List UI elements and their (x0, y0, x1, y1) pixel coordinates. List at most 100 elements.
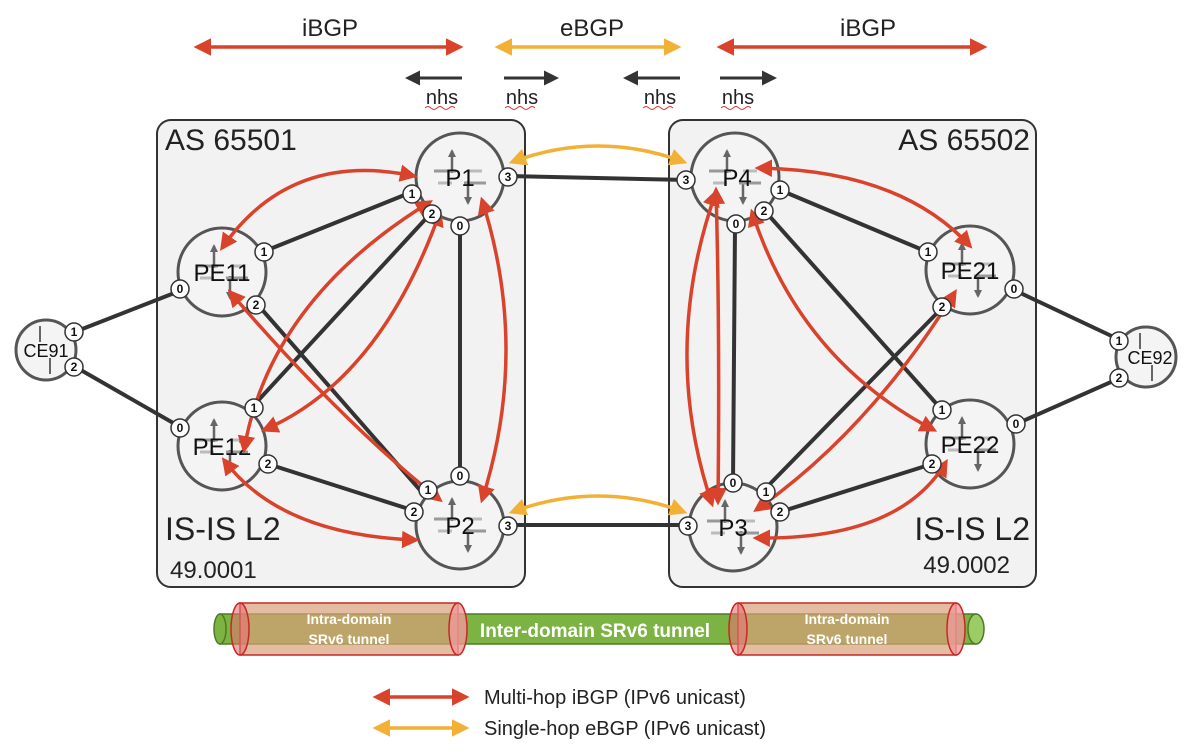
link-ce91-pe11 (70, 288, 184, 335)
intra-tunnel-left-line1: Intra-domain (307, 611, 392, 627)
port-ce91-1-label: 1 (71, 325, 78, 339)
port-pe21-0-label: 0 (1011, 282, 1018, 296)
port-p3-0-label: 0 (730, 476, 737, 490)
port-pe22-1-label: 1 (939, 403, 946, 417)
router-ce91-label: CE91 (23, 341, 68, 361)
port-badges: 3 1 2 0 0 1 2 3 1 0 2 1 0 2 3 1 2 0 0 1 … (64, 167, 1129, 536)
port-ce91-2-label: 2 (71, 360, 78, 374)
port-p1-0: 0 (450, 216, 470, 236)
port-pe12-2: 2 (258, 454, 278, 474)
port-p2-0-label: 0 (457, 469, 464, 483)
port-p1-2-label: 2 (429, 207, 436, 221)
inter-tunnel-label: Inter-domain SRv6 tunnel (480, 621, 710, 642)
ibgp-pe22-p3 (752, 458, 948, 547)
router-ce92-label: CE92 (1127, 348, 1172, 368)
ibgp-sessions (220, 159, 973, 549)
router-pe21-label: PE21 (941, 258, 1000, 285)
router-p3-label: P3 (718, 515, 747, 542)
port-p4-1-label: 1 (777, 183, 784, 197)
intra-tunnel-right-line2: SRv6 tunnel (807, 631, 888, 647)
router-p2-label: P2 (445, 513, 474, 540)
ibgp-p3-p4 (707, 186, 727, 506)
link-pe22-ce92 (1012, 376, 1122, 427)
port-ce92-2-label: 2 (1116, 371, 1123, 385)
nhs-label-3: nhs (644, 87, 676, 109)
router-ce91[interactable]: CE91 (14, 318, 78, 382)
router-ce92[interactable]: CE92 (1114, 325, 1178, 389)
port-pe21-0: 0 (1004, 279, 1024, 299)
port-pe12-1-label: 1 (251, 401, 258, 415)
router-p1-label: P1 (445, 165, 474, 192)
intra-domain-tunnel-right-body (737, 602, 957, 656)
link-ce91-pe12 (70, 363, 184, 430)
domain-as-label-left: AS 65501 (165, 124, 297, 157)
domain-igp-label-right: IS-IS L2 (914, 511, 1030, 547)
intra-domain-tunnel-left-cap-l (230, 602, 250, 656)
router-pe12-label: PE12 (193, 434, 252, 461)
port-p2-3: 3 (498, 516, 518, 536)
port-p1-3-label: 3 (505, 170, 512, 184)
port-p1-2: 2 (422, 204, 442, 224)
port-p3-2-label: 2 (777, 505, 784, 519)
port-p2-1: 1 (418, 480, 438, 500)
port-pe12-1: 1 (244, 398, 264, 418)
intra-tunnel-right-line1: Intra-domain (805, 611, 890, 627)
port-p3-3: 3 (678, 516, 698, 536)
port-p4-3-label: 3 (683, 173, 690, 187)
nhs-underline-2 (504, 106, 536, 110)
port-p1-0-label: 0 (457, 219, 464, 233)
port-p2-0: 0 (450, 466, 470, 486)
port-p1-3: 3 (498, 167, 518, 187)
port-p4-2: 2 (754, 201, 774, 221)
nhs-underline-1 (424, 106, 456, 110)
port-pe22-0-label: 0 (1013, 417, 1020, 431)
link-pe21-ce92 (1012, 288, 1122, 342)
port-p2-3-label: 3 (505, 519, 512, 533)
domain-area-label-right: 49.0002 (923, 552, 1010, 579)
domain-as-label-right: AS 65502 (898, 124, 1030, 157)
port-pe12-2-label: 2 (265, 457, 272, 471)
port-pe12-0: 0 (170, 418, 190, 438)
ibgp-p4-p3 (685, 188, 720, 508)
router-pe11-label: PE11 (194, 260, 251, 287)
ibgp-p1-p2 (477, 196, 508, 504)
nhs-label-1: nhs (426, 87, 458, 109)
ebgp-p2-p3 (508, 494, 688, 516)
port-p4-2-label: 2 (761, 204, 768, 218)
port-pe22-1: 1 (932, 400, 952, 420)
port-p4-0-label: 0 (733, 217, 740, 231)
port-p2-2: 2 (404, 502, 424, 522)
port-p3-3-label: 3 (685, 519, 692, 533)
port-pe11-1-label: 1 (261, 245, 268, 259)
port-pe11-2-label: 2 (253, 298, 260, 312)
domain-igp-label-left: IS-IS L2 (165, 511, 281, 547)
legend: Multi-hop iBGP (IPv6 unicast) Single-hop… (372, 687, 766, 740)
port-p2-2-label: 2 (411, 505, 418, 519)
srv6-tunnels: Intra-domain SRv6 tunnel Inter-domain SR… (213, 602, 985, 656)
port-pe11-0-label: 0 (177, 282, 184, 296)
nhs-label-2: nhs (506, 87, 538, 109)
domain-area-label-left: 49.0001 (170, 557, 257, 584)
port-p1-1: 1 (402, 184, 422, 204)
port-pe21-1: 1 (918, 242, 938, 262)
port-ce92-1: 1 (1109, 331, 1129, 351)
intra-tunnel-left-line2: SRv6 tunnel (309, 631, 390, 647)
port-ce91-2: 2 (64, 357, 84, 377)
port-pe21-2: 2 (932, 297, 952, 317)
left-ibgp-label: iBGP (302, 15, 358, 42)
port-pe21-1-label: 1 (925, 245, 932, 259)
inter-domain-tunnel-right-cap (967, 613, 985, 645)
intra-domain-tunnel-left-cap-r (448, 602, 468, 656)
nhs-underline-4 (720, 106, 752, 110)
link-p4-p3 (731, 224, 737, 486)
router-ce91-body (14, 318, 78, 382)
ebgp-sessions (508, 144, 688, 516)
port-pe11-2: 2 (246, 295, 266, 315)
router-ce92-body (1114, 325, 1178, 389)
intra-domain-tunnel-right-cap-l (728, 602, 748, 656)
port-pe11-0: 0 (170, 279, 190, 299)
port-pe12-0-label: 0 (177, 421, 184, 435)
port-ce92-2: 2 (1109, 368, 1129, 388)
top-session-labels: iBGP eBGP iBGP nhs nhs nhs nhs (193, 15, 988, 110)
port-p3-1: 1 (756, 482, 776, 502)
